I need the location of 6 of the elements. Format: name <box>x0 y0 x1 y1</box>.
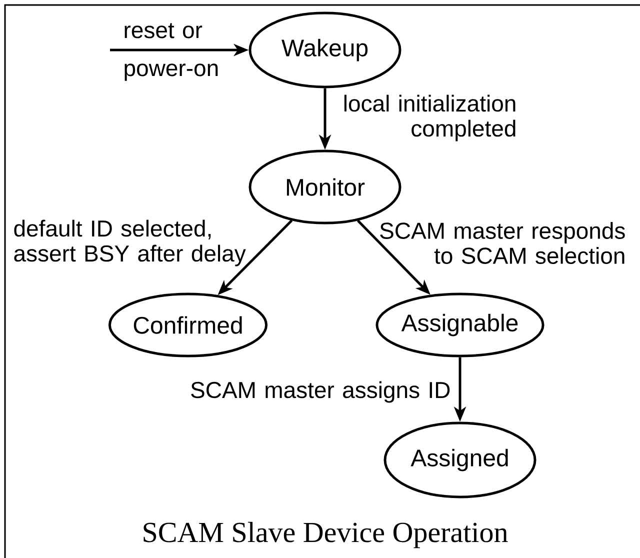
edge-label: SCAM master responds to SCAM selection <box>380 222 625 264</box>
edge-label: SCAM master assigns ID <box>191 381 450 403</box>
caption: SCAM Slave Device Operation <box>144 522 508 548</box>
edge-label: reset or power-on <box>124 23 218 81</box>
edge-label: default ID selected, assert BSY after delay <box>14 220 246 266</box>
edge-label: local initialization completed <box>344 94 516 142</box>
